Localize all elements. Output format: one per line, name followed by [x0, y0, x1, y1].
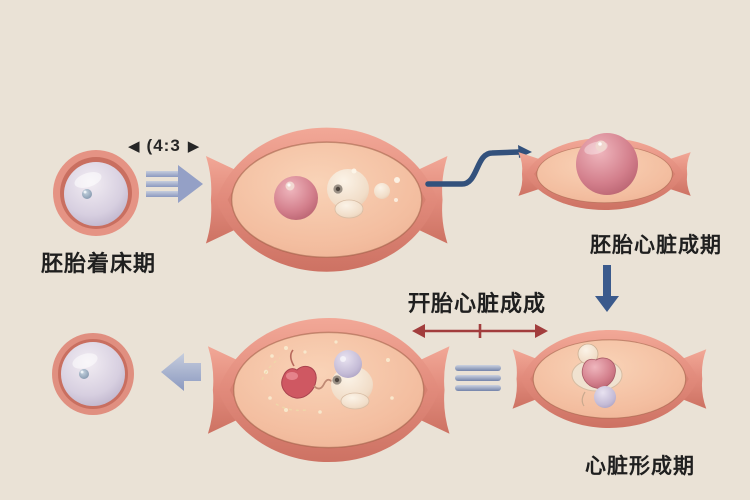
uterus-bottom-right	[511, 329, 707, 429]
label-embryo-heart-stage: 胚胎心脏成期	[590, 234, 722, 257]
late-blastocyst-figure	[52, 333, 134, 415]
aspect-ratio-text: (4:3	[146, 136, 181, 155]
aspect-ratio-marker: ◀ (4:3 ▶	[128, 136, 199, 156]
down-arrow-icon	[595, 265, 619, 312]
uterus-top-right	[517, 133, 692, 211]
label-heart-formation-stage: 心脏形成期	[585, 455, 695, 478]
uterus-bottom-middle	[207, 317, 451, 463]
prev-triangle-icon: ◀	[128, 137, 140, 155]
triple-stripe-right-arrow-icon	[146, 165, 203, 203]
next-triangle-icon: ▶	[187, 137, 200, 155]
left-arrow-icon	[161, 353, 201, 391]
double-headed-red-arrow-icon	[412, 324, 548, 338]
uterus-top-middle	[205, 126, 449, 273]
equals-bars-icon	[455, 365, 501, 391]
label-fetal-heart-stage: 幵胎心脏成成	[408, 291, 547, 316]
label-implantation-stage: 胚胎着床期	[41, 251, 157, 276]
implantation-blastocyst-figure	[53, 150, 139, 236]
